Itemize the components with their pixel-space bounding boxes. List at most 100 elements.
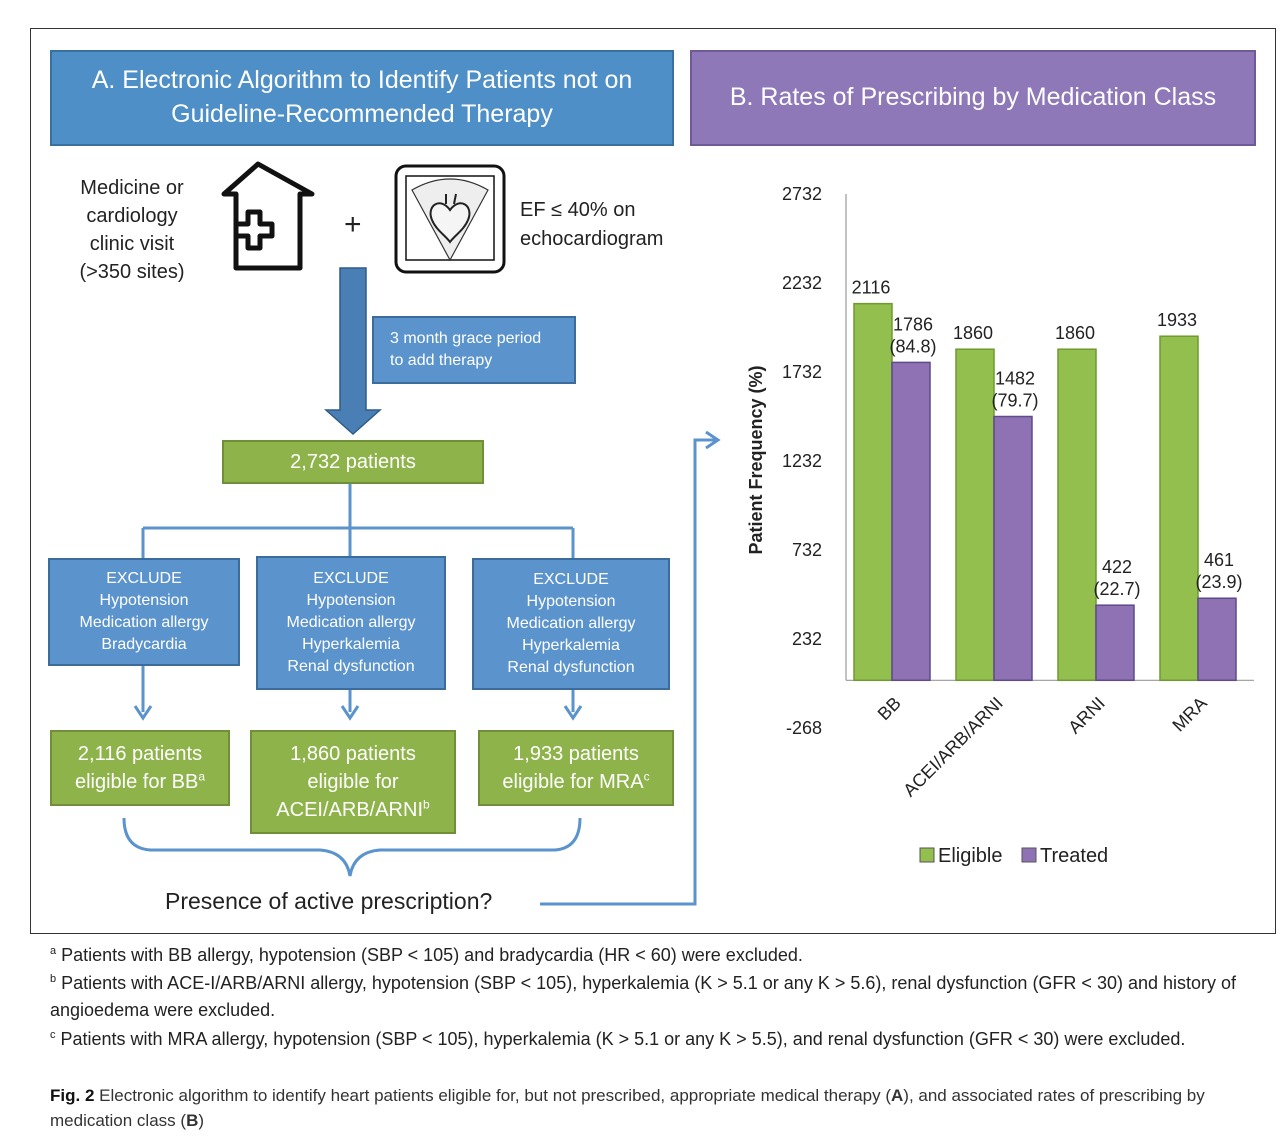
panel-a-title: A. Electronic Algorithm to Identify Pati… [50, 50, 674, 146]
eligible-text: ACEI/ARB/ARNI [276, 799, 423, 821]
legend-label: Treated [1040, 845, 1108, 867]
panel-b-title: B. Rates of Prescribing by Medication Cl… [690, 50, 1256, 146]
eligible-line: 1,933 patients [513, 743, 639, 765]
bar-treated-acei-arb-arni [993, 415, 1033, 682]
prescription-question: Presence of active prescription? [165, 888, 493, 914]
panel-b-title-text: B. Rates of Prescribing by Medication Cl… [729, 83, 1217, 112]
chart-bars [853, 302, 1237, 682]
exclude-line: Hypotension [526, 592, 616, 610]
data-label: 1860 [953, 323, 993, 343]
eligible-line: ACEI/ARB/ARNIb [252, 796, 454, 824]
x-tick-label: ACEI/ARB/ARNI [899, 693, 1007, 801]
exclude-box-acei: EXCLUDE Hypotension Medication allergy H… [256, 556, 446, 690]
bar-eligible-mra [1159, 335, 1199, 682]
exclude-line: Renal dysfunction [287, 658, 415, 676]
exclude-line: EXCLUDE [533, 570, 609, 588]
exclude-box-bb: EXCLUDE Hypotension Medication allergy B… [48, 558, 240, 666]
eligible-line: 1,860 patients [290, 743, 416, 765]
legend-swatch [919, 847, 935, 863]
footnote-text: Patients with BB allergy, hypotension (S… [56, 945, 803, 965]
y-tick-label: 2732 [782, 184, 822, 204]
chart-legend: Eligible Treated [919, 845, 1108, 867]
exclude-line: EXCLUDE [313, 569, 389, 587]
total-patients-text: 2,732 patients [290, 451, 416, 473]
y-tick-label: 2232 [782, 273, 822, 293]
caption-text: ) [198, 1110, 205, 1130]
footnote-marker: a [198, 769, 206, 784]
eligible-text: eligible for BB [74, 771, 199, 793]
panel-a-title-line2: Guideline-Recommended Therapy [171, 100, 553, 128]
clinic-visit-label: Medicine or cardiology clinic visit (>35… [62, 174, 202, 286]
bar-eligible-arni [1057, 348, 1097, 682]
caption-figure-number: Fig. 2 [50, 1086, 95, 1105]
data-label: 2116 [852, 278, 891, 298]
clinic-line: clinic visit [89, 233, 175, 255]
footnote-text: Patients with MRA allergy, hypotension (… [55, 1029, 1186, 1049]
eligible-line: eligible for [307, 771, 399, 793]
bar-treated-mra [1197, 597, 1237, 682]
legend-swatch [1021, 847, 1037, 863]
footnote-marker: c [50, 1029, 56, 1041]
ef-line: EF ≤ 40% on [520, 199, 636, 221]
clinic-line: Medicine or [80, 177, 184, 199]
eligible-box-acei: 1,860 patients eligible for ACEI/ARB/ARN… [250, 730, 456, 834]
chart-axes: 2732 2232 1732 1232 732 232 -268 [782, 184, 1254, 738]
x-tick-label: BB [874, 693, 905, 724]
caption-ref-a: A [891, 1086, 904, 1105]
exclude-line: Hypotension [306, 591, 396, 609]
footnote-b: b Patients with ACE-I/ARB/ARNI allergy, … [50, 970, 1250, 1024]
exclude-line: Hypotension [99, 591, 189, 609]
footnote-c: c Patients with MRA allergy, hypotension… [50, 1026, 1250, 1053]
footnote-marker: b [50, 973, 57, 985]
y-tick-label: 232 [792, 629, 822, 649]
exclude-line: Medication allergy [286, 613, 416, 631]
exclude-line: Bradycardia [101, 636, 187, 654]
eligible-box-bb: 2,116 patients eligible for BBa [50, 730, 230, 806]
ef-criterion-label: EF ≤ 40% on echocardiogram [520, 196, 663, 254]
x-tick-label: ARNI [1064, 693, 1109, 738]
clinic-line: (>350 sites) [79, 261, 185, 283]
grace-line: to add therapy [390, 352, 493, 369]
eligible-line: eligible for BBa [52, 768, 228, 796]
ef-line: echocardiogram [520, 228, 664, 250]
eligible-line: eligible for MRAc [480, 768, 672, 796]
legend-label: Eligible [938, 845, 1002, 867]
footnote-a: a Patients with BB allergy, hypotension … [50, 942, 1250, 969]
y-tick-label: 732 [792, 540, 822, 560]
data-label: 422(22.7) [1093, 557, 1140, 599]
bar-eligible-acei-arb-arni [955, 348, 995, 682]
y-tick-label: -268 [786, 718, 822, 738]
caption-text: ), and associated rates of prescribing b… [50, 1086, 1205, 1130]
y-tick-label: 1732 [782, 362, 822, 382]
bar-eligible-bb [853, 302, 893, 682]
eligible-box-mra: 1,933 patients eligible for MRAc [478, 730, 674, 806]
footnote-marker: b [423, 797, 430, 812]
clinic-line: cardiology [86, 205, 178, 227]
x-tick-label: MRA [1168, 693, 1210, 735]
data-label: 1860 [1055, 323, 1095, 343]
caption-ref-b: B [186, 1110, 199, 1130]
data-label: 1482(79.7) [991, 369, 1038, 411]
data-label: 1786(84.8) [889, 314, 936, 356]
exclude-line: Renal dysfunction [507, 659, 635, 677]
exclude-line: Hyperkalemia [522, 637, 620, 655]
footnote-text: Patients with ACE-I/ARB/ARNI allergy, hy… [50, 973, 1237, 1020]
eligible-line: 2,116 patients [77, 743, 203, 765]
grace-period-box: 3 month grace period to add therapy [372, 316, 576, 384]
plus-sign: + [344, 208, 362, 241]
total-patients-box: 2,732 patients [222, 440, 484, 484]
grace-line: 3 month grace period [390, 329, 542, 347]
eligible-text: eligible for MRA [502, 771, 644, 793]
exclude-line: Hyperkalemia [302, 636, 400, 654]
exclude-line: EXCLUDE [106, 569, 182, 587]
footnote-marker: a [50, 945, 57, 957]
bar-treated-arni [1095, 604, 1135, 682]
bar-treated-bb [891, 361, 931, 682]
panel-a-title-line1: A. Electronic Algorithm to Identify Pati… [91, 66, 633, 95]
exclude-line: Medication allergy [506, 614, 636, 632]
footnote-marker: c [643, 769, 650, 784]
exclude-box-mra: EXCLUDE Hypotension Medication allergy H… [472, 558, 670, 690]
caption-text: Electronic algorithm to identify heart p… [94, 1086, 891, 1105]
y-tick-label: 1232 [782, 451, 822, 471]
